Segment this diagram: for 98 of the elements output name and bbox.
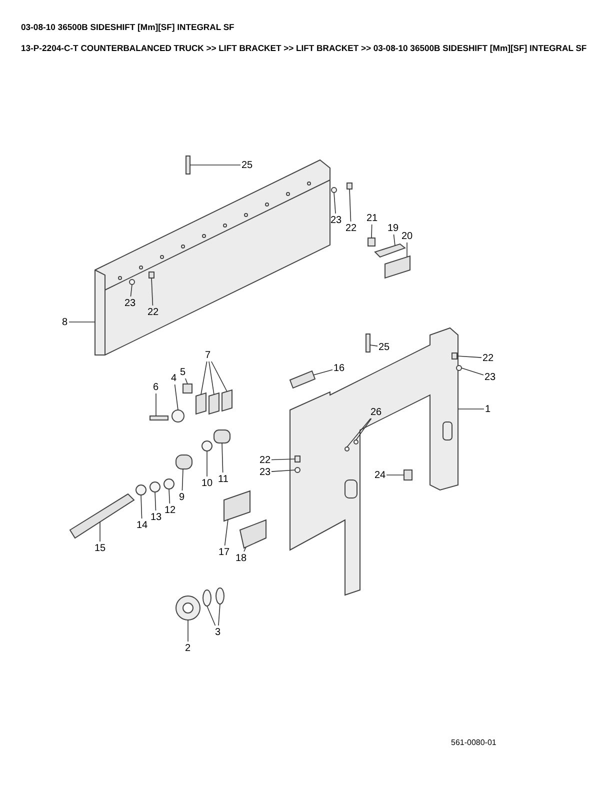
shim-drawing: [208, 392, 220, 415]
callout-number: 10: [202, 478, 213, 488]
leader-line: [349, 188, 352, 222]
leader-line: [168, 488, 170, 504]
callout-number: 6: [153, 382, 159, 392]
callout-number: 14: [136, 520, 148, 530]
leader-line: [271, 458, 296, 460]
plate-drawing: [224, 490, 250, 522]
leader-line: [185, 378, 188, 384]
leader-line: [218, 604, 220, 626]
leader-line: [271, 470, 296, 472]
leader-line: [190, 164, 241, 166]
callout-number: 1: [485, 404, 491, 414]
leader-line: [456, 356, 482, 358]
leader-line: [224, 519, 228, 546]
leader-line: [151, 278, 154, 306]
bearing-drawing: [176, 454, 192, 470]
leader-line: [140, 494, 142, 519]
callout-number: 21: [366, 212, 378, 224]
callout-number: 25: [378, 342, 390, 352]
ring-drawing: [216, 588, 224, 604]
callout-number: 7: [205, 350, 211, 360]
callout-number: 2: [185, 642, 191, 654]
leader-line: [356, 418, 372, 440]
callout-number: 16: [334, 362, 345, 374]
screw-drawing: [404, 470, 412, 480]
washer-drawing: [331, 187, 337, 193]
leader-line: [200, 361, 208, 395]
callout-number: 22: [346, 222, 357, 234]
leader-line: [208, 361, 214, 395]
leader-line: [154, 492, 156, 511]
pin-drawing: [366, 334, 370, 352]
ring-drawing: [136, 484, 146, 496]
leader-line: [458, 408, 484, 410]
callout-number: 3: [215, 626, 221, 638]
callout-number: 23: [260, 466, 271, 478]
leader-line: [461, 368, 484, 376]
leader-line: [371, 224, 372, 238]
leader-line: [406, 242, 408, 258]
bushing-drawing: [214, 430, 230, 444]
callout-number: 20: [402, 230, 413, 242]
roller-drawing: [176, 596, 200, 620]
bracket-drawing: [384, 255, 410, 279]
leader-line: [206, 450, 208, 477]
callout-number: 18: [236, 552, 247, 564]
leader-line: [206, 606, 216, 626]
leader-line: [346, 418, 372, 448]
clamp-drawing: [182, 384, 192, 394]
leader-line: [182, 468, 184, 491]
callout-number: 23: [124, 298, 136, 308]
shaft-drawing: [69, 493, 135, 539]
carriage-drawing: [290, 327, 458, 596]
shim-drawing: [222, 389, 232, 412]
ring-drawing: [202, 440, 212, 452]
shim-drawing: [196, 392, 206, 415]
leader-line: [386, 474, 404, 476]
wear-pad-drawing: [289, 370, 316, 389]
callout-number: 13: [150, 512, 162, 522]
bracket-drawing: [374, 243, 406, 258]
page-title: 03-08-10 36500B SIDESHIFT [Mm][SF] INTEGRAL SF: [21, 21, 234, 33]
callout-number: 8: [62, 316, 68, 328]
callout-number: 11: [218, 474, 228, 484]
callout-number: 4: [171, 372, 177, 384]
callout-number: 26: [370, 406, 382, 418]
callout-number: 22: [260, 454, 271, 466]
screw-drawing: [346, 182, 352, 190]
callout-number: 22: [482, 352, 494, 364]
drawing-number: 561-0080-01: [451, 737, 496, 748]
leader-line: [174, 384, 178, 410]
washer-drawing: [456, 365, 462, 371]
shim-drawing: [239, 519, 266, 549]
leader-line: [130, 284, 132, 297]
bolt-drawing: [368, 238, 376, 246]
breadcrumb-path: 13-P-2204-C-T COUNTERBALANCED TRUCK >> LIFT BRACKET >> LIFT BRACKET >> 03-08-10 36500B SIDESHIFT [Mm][SF] INTEGRAL SF: [21, 42, 588, 54]
leader-line: [393, 234, 396, 246]
callout-number: 23: [330, 214, 342, 226]
callout-number: 25: [242, 160, 253, 170]
callout-number: 19: [388, 222, 399, 234]
fitting-drawing: [172, 410, 184, 422]
leader-line: [244, 546, 246, 552]
ring-drawing: [164, 478, 174, 490]
bolt-drawing: [150, 416, 168, 420]
callout-number: 24: [374, 470, 386, 480]
leader-line: [222, 442, 224, 473]
callout-number: 9: [179, 492, 185, 502]
callout-number: 23: [484, 372, 496, 382]
callout-number: 22: [148, 306, 159, 318]
callout-number: 12: [164, 504, 176, 516]
leader-line: [313, 369, 333, 376]
leader-line: [210, 361, 228, 392]
callout-number: 5: [180, 366, 186, 378]
ring-drawing: [150, 482, 160, 492]
pin-drawing: [186, 156, 190, 174]
leader-line: [334, 192, 336, 214]
ring-drawing: [202, 590, 212, 606]
callout-number: 17: [218, 546, 230, 558]
leader-line: [370, 344, 378, 346]
callout-number: 15: [94, 542, 106, 554]
